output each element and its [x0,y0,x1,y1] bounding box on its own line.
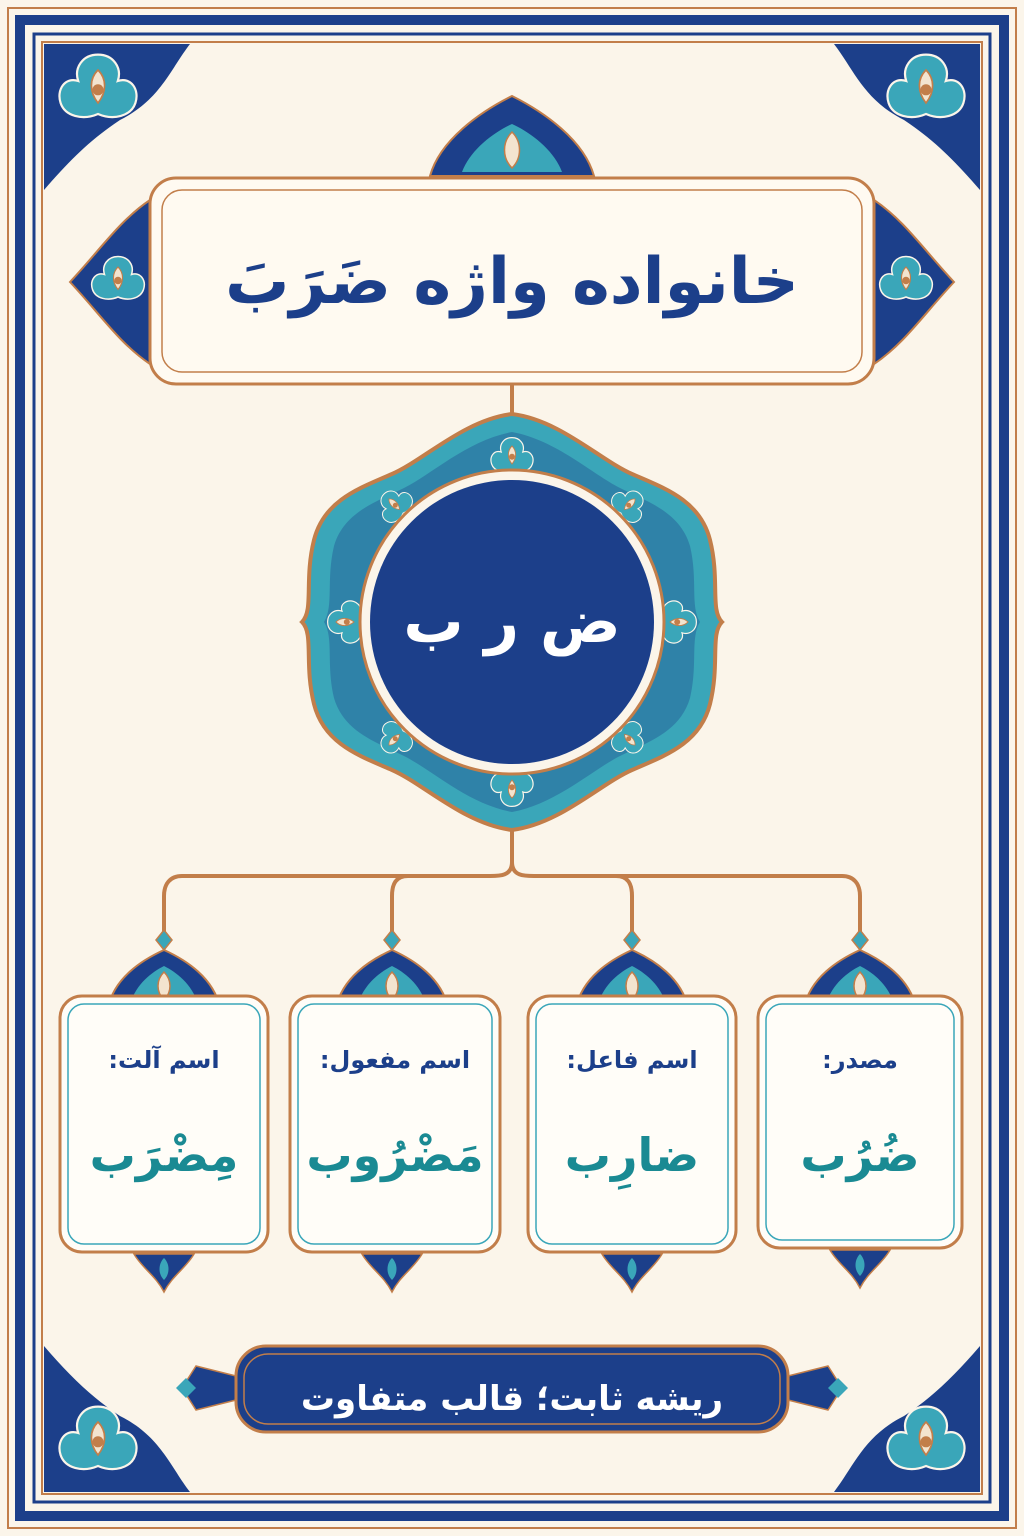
title-side-ornament-left [68,198,151,366]
title-side-ornament-right [873,198,956,366]
root-medallion [299,411,725,833]
card-label-ism-fail: اسم فاعل: [566,1046,698,1074]
card-word-ism-fail: ضارِب [564,1128,700,1182]
card-label-masdar: مصدر: [822,1046,898,1074]
card-word-ism-maful: مَضْرُوب [306,1128,484,1182]
corner-ornament-bottom-left [44,1346,190,1492]
card-word-ism-alat: مِضْرَب [89,1128,239,1182]
page-title: خانواده واژه ضَرَبَ [225,245,799,319]
footer-caption: ریشه ثابت؛ قالب متفاوت [300,1379,724,1419]
card-feet [133,1249,891,1293]
corner-ornament-top-right [834,44,980,190]
footer-banner [176,1344,848,1434]
card-frames [58,994,964,1254]
corner-ornament-top-left [44,44,190,190]
title-crown-ornament [428,94,596,177]
card-label-ism-alat: اسم آلت: [108,1046,220,1074]
card-crowns [107,928,917,1009]
tree-connectors [162,830,862,936]
card-label-ism-maful: اسم مفعول: [319,1046,471,1074]
corner-ornament-bottom-right [834,1346,980,1492]
card-word-masdar: ضُرُب [800,1128,920,1182]
root-letters: ض ر ب [403,587,621,657]
